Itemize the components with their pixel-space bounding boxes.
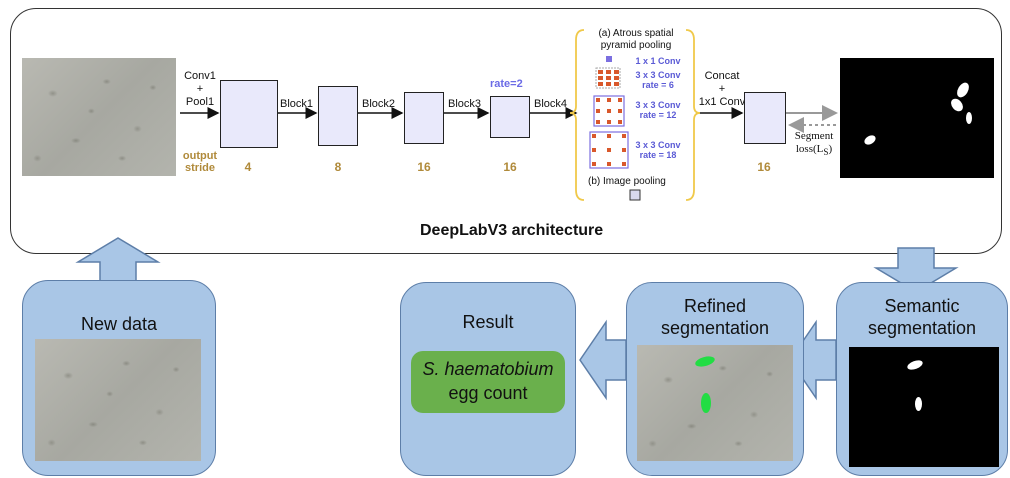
aspp-rate18-kernel <box>589 131 629 169</box>
down-arrow <box>873 247 959 293</box>
egg-count-box: S. haematobium egg count <box>411 351 565 413</box>
aspp-branch-rate12: 3 x 3 Conv rate = 12 <box>635 100 681 120</box>
aspp-bracket-left <box>569 29 585 201</box>
block1 <box>318 86 358 146</box>
refined-title: Refined segmentation <box>660 296 770 338</box>
aspp-rate6-kernel <box>595 67 621 89</box>
stride-value: 4 <box>244 160 252 174</box>
block2-label: Block2 <box>362 98 396 110</box>
block2 <box>404 92 444 144</box>
aspp-branch-rate18: 3 x 3 Conv rate = 18 <box>635 140 681 160</box>
block3-label: Block3 <box>448 98 482 110</box>
stride-value: 16 <box>757 160 771 174</box>
result-panel: Result S. haematobium egg count <box>400 282 576 476</box>
architecture-title: DeepLabV3 architecture <box>420 222 604 239</box>
block3 <box>490 96 530 138</box>
segment-loss-label: Segment loss(LS) <box>794 130 834 158</box>
new-data-title: New data <box>80 314 158 334</box>
result-title: Result <box>462 312 514 332</box>
stride-value: 16 <box>417 160 431 174</box>
aspp-branch-1x1: 1 x 1 Conv <box>635 56 681 66</box>
new-data-panel: New data <box>22 280 216 476</box>
image-pooling-icon <box>629 189 641 201</box>
left-arrow-refined <box>579 319 627 401</box>
refined-segmentation-panel: Refined segmentation <box>626 282 804 476</box>
semantic-segmentation-panel: Semantic segmentation <box>836 282 1008 476</box>
input-microscopy-image <box>22 58 176 176</box>
image-pooling-label: (b) Image pooling <box>588 176 666 187</box>
up-arrow <box>75 237 161 283</box>
egg-count-label: egg count <box>448 383 528 403</box>
block4-label: Block4 <box>534 98 568 110</box>
stride-value: 8 <box>334 160 342 174</box>
aspp-1x1-kernel <box>606 56 612 62</box>
refined-image <box>637 345 793 461</box>
semantic-title: Semantic segmentation <box>867 296 977 338</box>
rate-label: rate=2 <box>490 78 523 90</box>
semantic-mask-image <box>849 347 999 467</box>
detected-egg <box>694 354 716 369</box>
output-mask-image <box>840 58 994 178</box>
aspp-bracket-right <box>685 29 701 201</box>
conv1-block <box>220 80 278 148</box>
aspp-title: (a) Atrous spatial pyramid pooling <box>598 28 674 51</box>
new-data-image <box>35 339 201 461</box>
aspp-rate12-kernel <box>593 95 625 127</box>
block1-label: Block1 <box>280 98 314 110</box>
detected-egg <box>701 393 711 413</box>
output-block <box>744 92 786 144</box>
aspp-branch-rate6: 3 x 3 Conv rate = 6 <box>635 70 681 90</box>
output-stride-label: output stride <box>182 150 218 174</box>
concat-conv-label: Concat + 1x1 Conv <box>698 70 746 108</box>
conv1-pool1-label: Conv1 + Pool1 <box>184 70 216 108</box>
species-name: S. haematobium <box>422 359 554 379</box>
stride-value: 16 <box>503 160 517 174</box>
